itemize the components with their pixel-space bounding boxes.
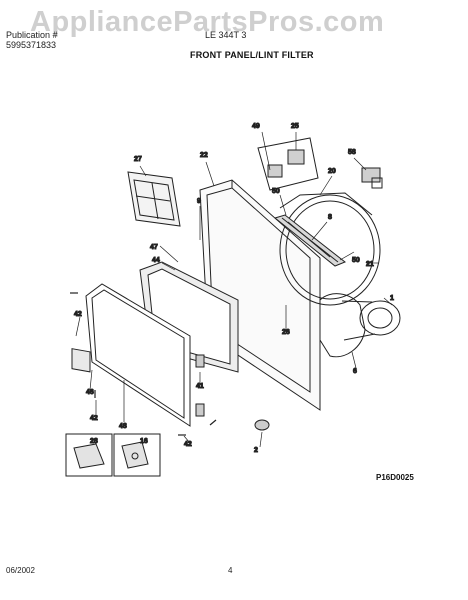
terminal-block-part[interactable] xyxy=(361,167,383,189)
detail-inset-16[interactable] xyxy=(113,433,161,477)
callout-28: 28 xyxy=(90,438,98,445)
callout-16: 16 xyxy=(140,438,148,445)
callout-1: 1 xyxy=(390,295,394,302)
blower-housing-part[interactable] xyxy=(319,293,401,358)
callout-42-upper: 42 xyxy=(74,311,82,318)
callout-50-upper: 50 xyxy=(272,188,280,195)
callout-44: 44 xyxy=(152,257,160,264)
leveling-foot-part[interactable] xyxy=(254,419,270,431)
callout-2: 2 xyxy=(254,447,258,454)
screw-marks xyxy=(70,292,217,436)
callout-21: 21 xyxy=(366,261,374,268)
callout-48: 48 xyxy=(119,423,127,430)
lint-duct-part[interactable] xyxy=(273,214,346,267)
footer-date: 06/2002 xyxy=(6,566,35,575)
callout-26: 26 xyxy=(282,329,290,336)
callout-41: 41 xyxy=(196,383,204,390)
publication-label: Publication # xyxy=(6,30,58,40)
callout-47: 47 xyxy=(150,244,158,251)
drum-part[interactable] xyxy=(279,192,381,306)
callout-6: 6 xyxy=(353,368,357,375)
lint-filter-part[interactable] xyxy=(127,171,181,227)
callout-42-lower: 42 xyxy=(184,441,192,448)
model-number: LE 344T 3 xyxy=(205,30,247,40)
callout-27: 27 xyxy=(134,156,142,163)
watermark: AppliancePartsPros.com xyxy=(30,6,385,38)
callout-25: 25 xyxy=(291,123,299,130)
callout-22: 22 xyxy=(200,152,208,159)
diagram-code: P16D0025 xyxy=(376,473,414,482)
callout-20: 20 xyxy=(328,168,336,175)
callout-9: 9 xyxy=(197,198,201,205)
footer-page-number: 4 xyxy=(228,566,233,575)
door-switch-inset[interactable] xyxy=(257,137,319,191)
page-title: FRONT PANEL/LINT FILTER xyxy=(190,50,314,60)
door-panel-part[interactable] xyxy=(71,283,191,427)
detail-inset-28[interactable] xyxy=(65,433,113,477)
leader-lines xyxy=(75,131,393,448)
callout-58: 58 xyxy=(348,149,356,156)
callout-49: 49 xyxy=(252,123,260,130)
callout-8: 8 xyxy=(328,214,332,221)
callout-50-lower: 50 xyxy=(352,257,360,264)
hinge-part[interactable] xyxy=(195,354,205,417)
publication-number: 5995371833 xyxy=(6,40,57,50)
callout-46: 46 xyxy=(86,389,94,396)
callout-42-middle: 42 xyxy=(90,415,98,422)
